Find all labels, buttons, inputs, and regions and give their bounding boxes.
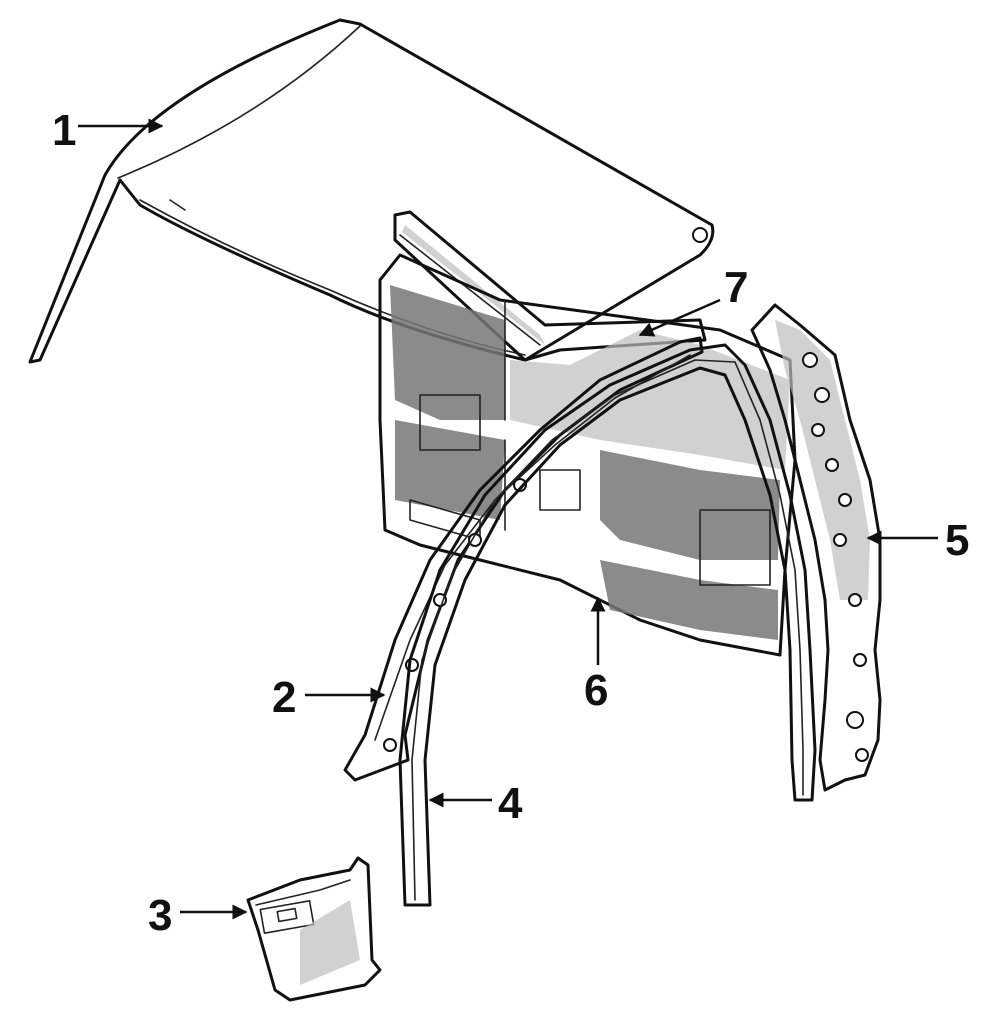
roof-panel [28,18,715,364]
kick-panel [246,856,382,1002]
callout-1-label: 1 [52,106,76,155]
roof-rail [393,210,707,362]
callout-4-label: 4 [498,779,523,828]
back-panel [378,253,797,657]
callout-2-label: 2 [272,673,296,722]
door-frame-pillar [398,343,817,907]
callout-3-label: 3 [148,891,172,940]
callout-5-label: 5 [945,516,969,565]
callout-7-leader [638,298,721,337]
callout-7-label: 7 [724,263,748,312]
callout-6-label: 6 [584,666,608,715]
b-pillar [750,303,882,792]
